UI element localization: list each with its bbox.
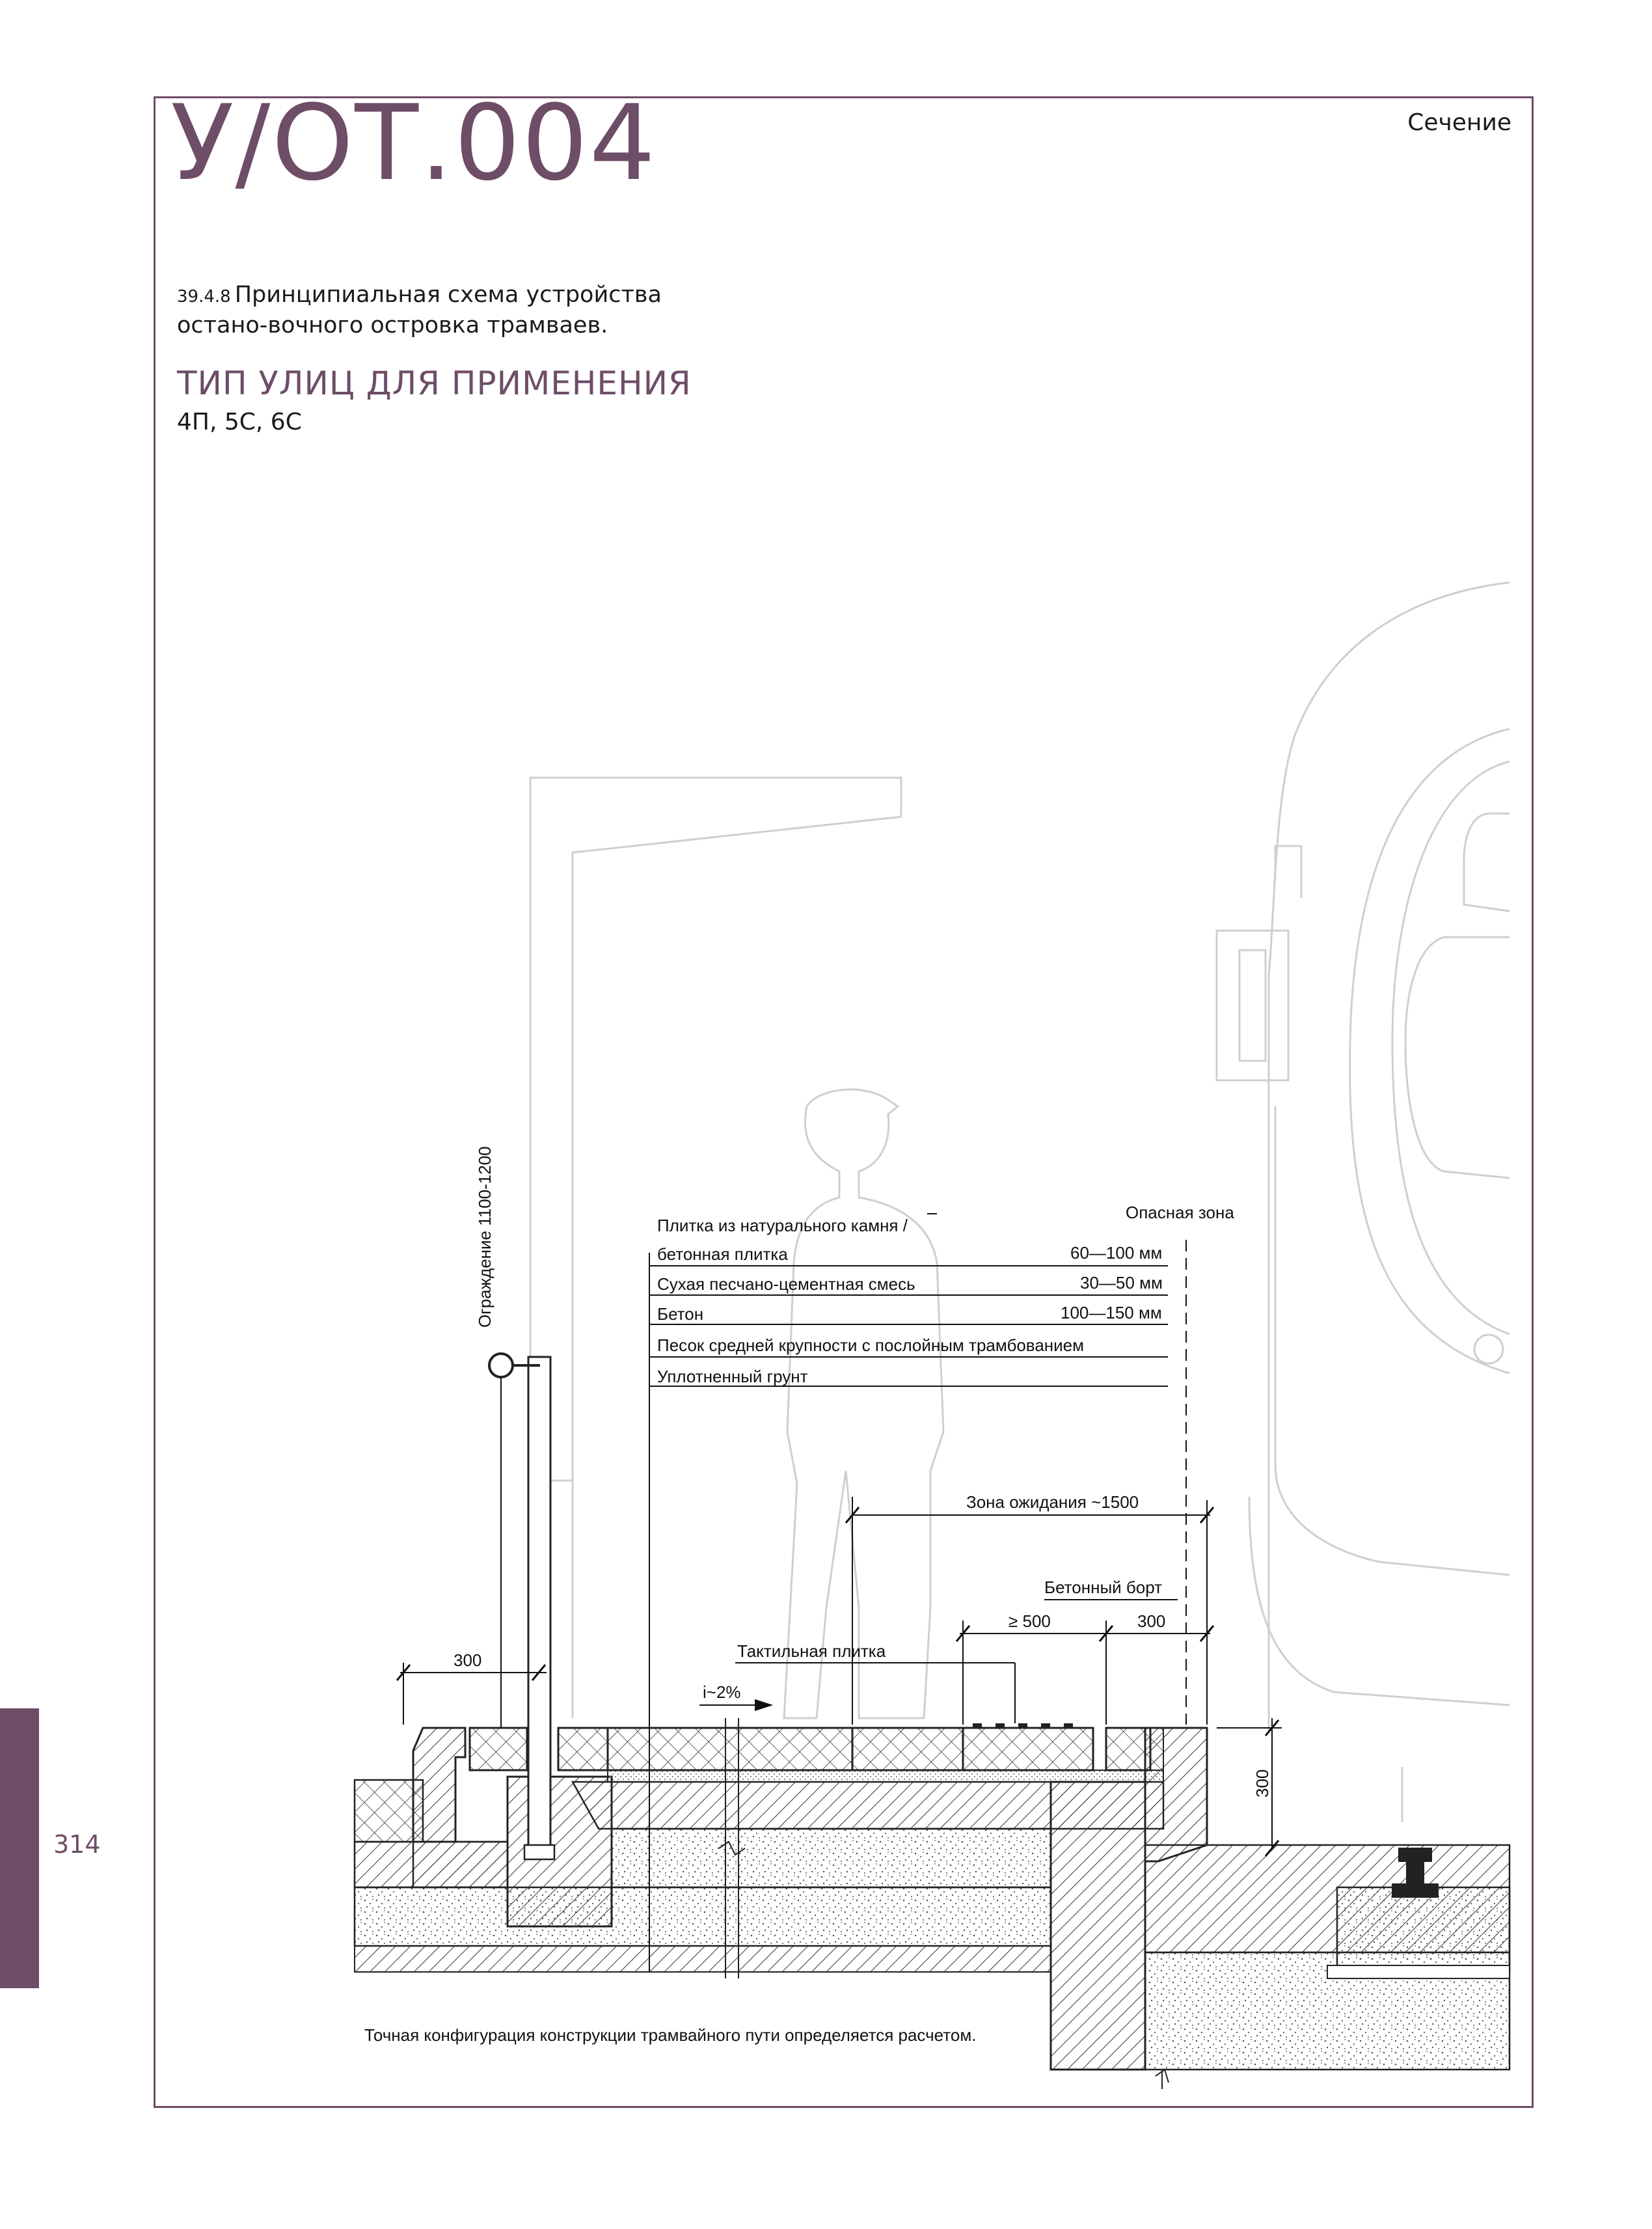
layer-label-sand: Песок средней крупности с послойным трам… [657,1335,1084,1355]
tactile-tile-label: Тактильная плитка [737,1641,886,1661]
page-number: 314 [53,1830,101,1859]
street-types-values: 4П, 5С, 6С [177,409,302,435]
layer-thickness-concrete: 100—150 мм [1061,1303,1162,1322]
person-silhouette [783,1088,945,1719]
dim-curb-label: 300 [1137,1611,1166,1631]
tram-silhouette [1215,581,1510,1822]
dim-height-label: 300 [1253,1769,1272,1798]
section-construction [353,1352,1511,2089]
layer-label-ground: Уплотненный грунт [657,1367,808,1386]
layer-label-concrete: Бетон [657,1304,704,1324]
dimension-lines [396,1213,1282,1972]
dim-fence-label: 300 [454,1650,482,1670]
document-code: У/ОТ.004 [170,82,657,204]
figure-caption: Принципиальная схема устройства остано-в… [177,282,662,339]
fence-label: Ограждение 1100-1200 [475,1146,494,1328]
layer-thickness-tile: 60—100 мм [1070,1243,1163,1263]
layer-label-tile-2: бетонная плитка [657,1244,788,1264]
layer-label-tile: Плитка из натурального камня / [657,1216,908,1235]
dim-min-label: ≥ 500 [1009,1611,1051,1631]
footnote: Точная конфигурация конструкции трамвайн… [364,2025,977,2045]
waiting-zone-label: Зона ожидания ~1500 [966,1492,1139,1512]
figure-number: 39.4.8 [177,287,231,307]
slope-label: i~2% [703,1682,741,1702]
danger-zone-label: Опасная зона [1126,1203,1234,1222]
street-types-heading: ТИП УЛИЦ ДЛЯ ПРИМЕНЕНИЯ [177,364,692,402]
layer-thickness-sand-cement: 30—50 мм [1080,1273,1163,1292]
concrete-curb-label: Бетонный борт [1044,1578,1163,1597]
view-type-label: Сечение [1407,109,1511,136]
page-frame [154,96,1534,2108]
page-sidebar-tab [0,1708,39,1988]
layer-label-sand-cement: Сухая песчано-цементная смесь [657,1274,915,1294]
